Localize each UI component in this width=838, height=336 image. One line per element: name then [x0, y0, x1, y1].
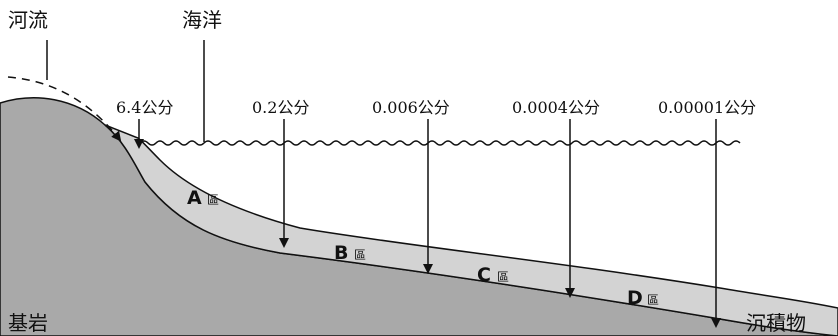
- zone-a-letter: A: [187, 187, 202, 209]
- river-flow-arrow: [7, 76, 122, 142]
- river-label: 河流: [8, 8, 48, 32]
- zone-b-suffix: 區: [354, 248, 366, 262]
- grain-size-label-2: 0.2公分: [252, 98, 309, 117]
- bedrock-label: 基岩: [8, 311, 48, 335]
- ocean-label: 海洋: [182, 8, 222, 32]
- zone-label-b: B 區: [334, 242, 366, 264]
- zone-c-letter: C: [477, 264, 491, 286]
- grain-size-label-4: 0.0004公分: [512, 98, 600, 117]
- grain-size-label-5: 0.00001公分: [658, 98, 756, 117]
- grain-size-label-1: 6.4公分: [116, 98, 173, 117]
- zone-label-d: D 區: [627, 287, 659, 309]
- zone-d-letter: D: [627, 287, 643, 309]
- sediment-label: 沉積物: [746, 311, 806, 335]
- zone-c-suffix: 區: [497, 270, 509, 284]
- grain-size-label-3: 0.006公分: [372, 98, 450, 117]
- zone-d-suffix: 區: [647, 293, 659, 307]
- sea-surface: [139, 140, 741, 146]
- zone-label-a: A 區: [187, 187, 219, 209]
- zone-a-suffix: 區: [207, 193, 219, 207]
- sediment-layer: [104, 124, 838, 336]
- zone-b-letter: B: [334, 242, 348, 264]
- zone-label-c: C 區: [477, 264, 509, 286]
